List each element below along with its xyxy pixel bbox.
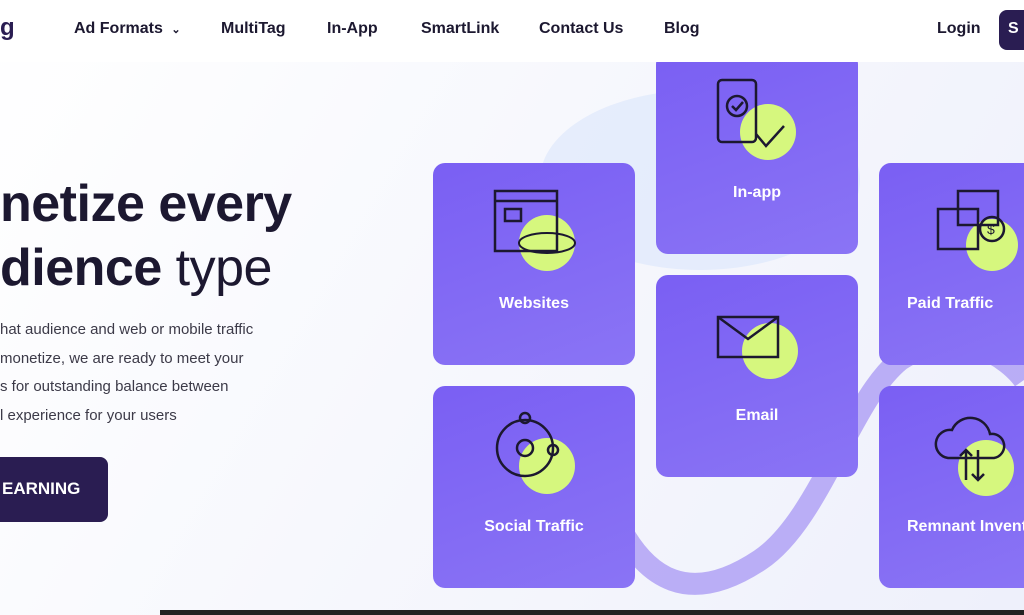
card-label: Remnant Invent — [907, 518, 1024, 535]
nav-label: Ad Formats — [74, 20, 163, 37]
hero-line: monetize, we are ready to meet your — [0, 349, 244, 367]
card-label: Email — [735, 407, 779, 424]
card-label: Paid Traffic — [907, 295, 994, 312]
card-label: Websites — [499, 295, 569, 312]
video-dollar-icon: $ — [936, 189, 1018, 271]
card-in-app[interactable]: In-app — [656, 52, 858, 254]
envelope-icon — [716, 315, 798, 379]
chevron-down-icon: ⌄ — [171, 24, 181, 36]
card-paid-traffic[interactable]: $ Paid Traffic — [879, 163, 1024, 365]
nav-contact-us[interactable]: Contact Us — [539, 20, 624, 37]
cloud-transfer-icon — [934, 416, 1014, 496]
card-email[interactable]: Email — [656, 275, 858, 477]
hero-line: l experience for your users — [0, 406, 177, 424]
logo[interactable]: g — [0, 14, 15, 41]
hero-line: s for outstanding balance between — [0, 378, 229, 395]
hero-line: hat audience and web or mobile traffic — [0, 321, 254, 338]
top-nav: g Ad Formats ⌄ MultiTag In-App SmartLink… — [0, 0, 1024, 62]
start-earning-button[interactable]: EARNING — [0, 457, 108, 522]
bottom-bar — [160, 610, 1024, 615]
nav-multitag[interactable]: MultiTag — [221, 20, 286, 37]
browser-globe-icon — [493, 189, 576, 271]
card-label: In-app — [733, 184, 781, 201]
hero-title-line1: netize every — [0, 175, 292, 233]
hero-title-bold: dience — [0, 239, 162, 297]
card-websites[interactable]: Websites — [433, 163, 635, 365]
hero-title: netize every dience type — [0, 172, 292, 300]
card-social-traffic[interactable]: Social Traffic — [433, 386, 635, 588]
nav-in-app[interactable]: In-App — [327, 20, 378, 37]
card-label: Social Traffic — [484, 518, 584, 535]
people-network-icon — [495, 411, 575, 494]
nav-ad-formats[interactable]: Ad Formats ⌄ — [74, 20, 181, 38]
login-link[interactable]: Login — [937, 20, 981, 37]
phone-check-icon — [716, 78, 796, 160]
hero-description: hat audience and web or mobile traffic m… — [0, 316, 253, 430]
svg-text:$: $ — [987, 221, 995, 237]
signup-button[interactable]: S — [999, 10, 1024, 50]
nav-smartlink[interactable]: SmartLink — [421, 20, 500, 37]
nav-blog[interactable]: Blog — [664, 20, 700, 37]
card-remnant-inventory[interactable]: Remnant Invent — [879, 386, 1024, 588]
hero-title-light: type — [161, 239, 273, 297]
